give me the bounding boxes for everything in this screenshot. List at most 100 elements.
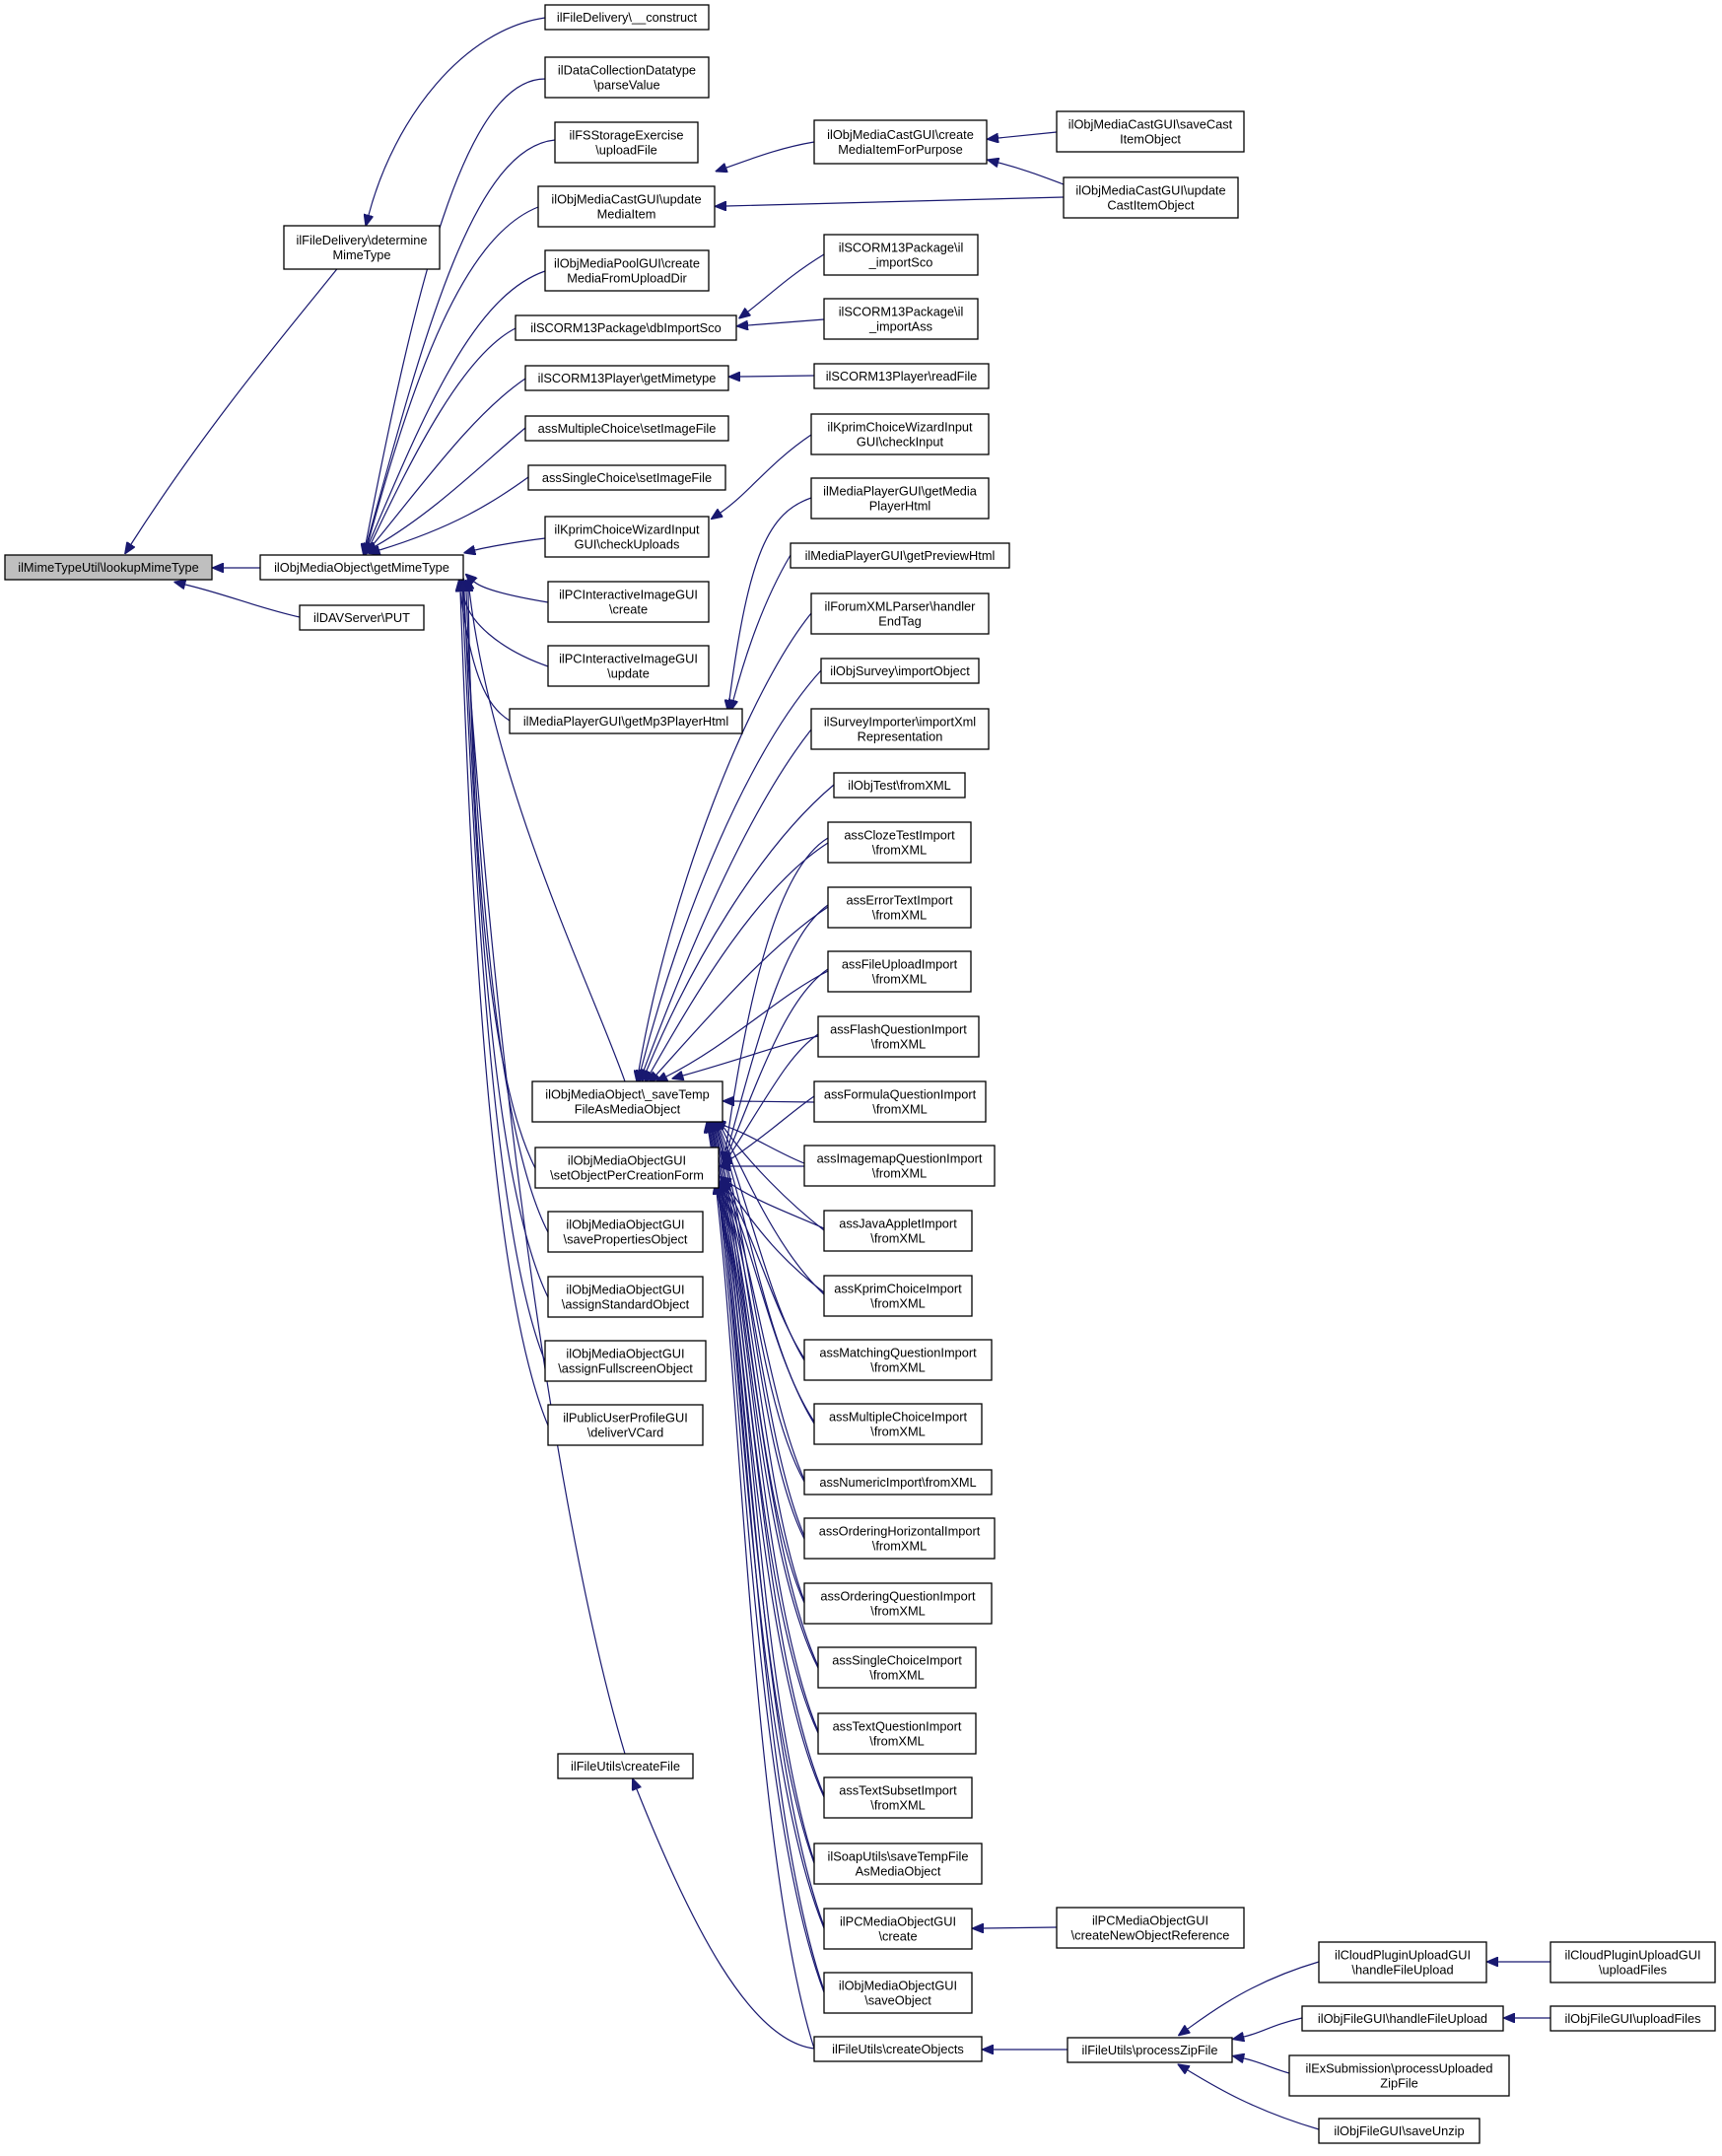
- function-node[interactable]: ilDAVServer\PUT: [299, 604, 425, 631]
- call-edge-n44-to-n17: [722, 1128, 825, 1295]
- function-node[interactable]: ilFSStorageExercise\uploadFile: [554, 121, 699, 164]
- function-node[interactable]: assMatchingQuestionImport\fromXML: [803, 1339, 993, 1381]
- function-node[interactable]: ilFileUtils\processZipFile: [1067, 2037, 1233, 2063]
- function-node[interactable]: ilObjFileGUI\handleFileUpload: [1301, 2005, 1504, 2032]
- function-node[interactable]: ilObjMediaObjectGUI\assignStandardObject: [547, 1276, 704, 1318]
- node-label-line: \fromXML: [872, 908, 927, 923]
- function-node[interactable]: ilDataCollectionDatatype\parseValue: [544, 56, 710, 99]
- node-box: [547, 1211, 704, 1253]
- node-box: [283, 225, 441, 270]
- function-node[interactable]: assMultipleChoiceImport\fromXML: [813, 1403, 983, 1445]
- node-box: [1318, 1941, 1487, 1983]
- node-box: [4, 554, 213, 581]
- function-node[interactable]: assTextSubsetImport\fromXML: [823, 1776, 973, 1819]
- node-box: [299, 604, 425, 631]
- function-node[interactable]: ilCloudPluginUploadGUI\uploadFiles: [1550, 1941, 1716, 1983]
- node-label-line: ilObjMediaObjectGUI: [839, 1979, 957, 1993]
- function-node[interactable]: ilMediaPlayerGUI\getPreviewHtml: [790, 542, 1010, 569]
- node-label-line: \create: [609, 602, 648, 617]
- node-box: [1318, 2118, 1481, 2144]
- function-node[interactable]: ilObjMediaObjectGUI\savePropertiesObject: [547, 1211, 704, 1253]
- node-label-line: \createNewObjectReference: [1071, 1928, 1230, 1943]
- function-node[interactable]: assOrderingHorizontalImport\fromXML: [803, 1517, 996, 1560]
- function-node[interactable]: ilObjMediaObjectGUI\setObjectPerCreation…: [534, 1147, 720, 1189]
- function-node[interactable]: assKprimChoiceImport\fromXML: [823, 1275, 973, 1317]
- node-label-line: assMatchingQuestionImport: [819, 1346, 977, 1360]
- node-box: [544, 56, 710, 99]
- call-edge-n61-to-n58: [1244, 2058, 1290, 2074]
- function-node[interactable]: ilPCInteractiveImageGUI\create: [547, 581, 710, 623]
- function-node[interactable]: ilFileDelivery\__construct: [544, 4, 710, 31]
- call-edge-n6-to-n2: [367, 139, 556, 544]
- node-label-line: \fromXML: [872, 843, 927, 858]
- function-node[interactable]: assMultipleChoice\setImageFile: [524, 415, 729, 442]
- node-label-line: \fromXML: [870, 1798, 925, 1813]
- function-node[interactable]: ilObjMediaPoolGUI\createMediaFromUploadD…: [544, 249, 710, 292]
- function-node[interactable]: assJavaAppletImport\fromXML: [823, 1210, 973, 1252]
- function-node[interactable]: assFileUploadImport\fromXML: [827, 950, 972, 993]
- function-node[interactable]: ilPCMediaObjectGUI\createNewObjectRefere…: [1056, 1907, 1245, 1949]
- function-node[interactable]: ilObjTest\fromXML: [833, 772, 966, 799]
- function-node[interactable]: ilCloudPluginUploadGUI\handleFileUpload: [1318, 1941, 1487, 1983]
- function-node[interactable]: ilSCORM13Package\dbImportSco: [515, 314, 737, 341]
- function-node[interactable]: ilObjMediaObjectGUI\saveObject: [823, 1972, 973, 2014]
- node-box: [823, 234, 979, 276]
- function-node[interactable]: ilSCORM13Player\readFile: [813, 363, 990, 389]
- node-label-line: assJavaAppletImport: [839, 1217, 957, 1231]
- call-edge-n7-to-n2: [368, 206, 539, 544]
- function-node[interactable]: assSingleChoiceImport\fromXML: [817, 1646, 977, 1689]
- node-label-line: ilCloudPluginUploadGUI: [1335, 1948, 1471, 1963]
- function-node[interactable]: ilObjMediaObjectGUI\assignFullscreenObje…: [544, 1340, 707, 1382]
- node-box: [803, 1517, 996, 1560]
- function-node[interactable]: ilFileUtils\createFile: [557, 1753, 694, 1779]
- function-node[interactable]: assImagemapQuestionImport\fromXML: [803, 1145, 996, 1187]
- call-edge-n39-to-n18: [727, 968, 829, 1155]
- function-node[interactable]: ilPublicUserProfileGUI\deliverVCard: [547, 1404, 704, 1446]
- function-node[interactable]: ilSCORM13Package\il_importSco: [823, 234, 979, 276]
- node-box: [813, 1080, 987, 1123]
- function-node[interactable]: ilObjFileGUI\uploadFiles: [1550, 2005, 1716, 2032]
- function-node[interactable]: assFormulaQuestionImport\fromXML: [813, 1080, 987, 1123]
- function-node[interactable]: assClozeTestImport\fromXML: [827, 821, 972, 864]
- node-box: [544, 249, 710, 292]
- function-node[interactable]: assNumericImport\fromXML: [803, 1469, 993, 1495]
- function-node[interactable]: assErrorTextImport\fromXML: [827, 886, 972, 929]
- function-node[interactable]: ilFileUtils\createObjects: [813, 2036, 983, 2062]
- function-node[interactable]: assOrderingQuestionImport\fromXML: [803, 1582, 993, 1625]
- function-node[interactable]: ilObjSurvey\importObject: [820, 658, 980, 684]
- node-label-line: ilObjFileGUI\uploadFiles: [1565, 2011, 1701, 2026]
- function-node[interactable]: assTextQuestionImport\fromXML: [817, 1712, 977, 1755]
- function-node[interactable]: ilObjMediaCastGUI\createMediaItemForPurp…: [813, 119, 988, 165]
- function-node[interactable]: ilObjMediaObject\getMimeType: [259, 554, 464, 581]
- function-node[interactable]: ilSCORM13Package\il_importAss: [823, 298, 979, 340]
- function-node[interactable]: ilSCORM13Player\getMimetype: [524, 365, 729, 391]
- call-edge-n21-to-n2: [462, 591, 546, 1362]
- node-box: [547, 581, 710, 623]
- node-box: [515, 314, 737, 341]
- function-node[interactable]: assSingleChoice\setImageFile: [527, 464, 726, 491]
- node-label-line: \fromXML: [869, 1668, 924, 1683]
- node-box: [1056, 110, 1245, 153]
- function-node[interactable]: assFlashQuestionImport\fromXML: [817, 1015, 980, 1058]
- node-label-line: \assignStandardObject: [562, 1297, 690, 1312]
- node-box: [823, 1275, 973, 1317]
- node-box: [537, 185, 716, 228]
- function-node[interactable]: ilMediaPlayerGUI\getMp3PlayerHtml: [509, 708, 743, 734]
- node-label-line: ZipFile: [1380, 2076, 1417, 2091]
- function-node[interactable]: ilPCMediaObjectGUI\create: [823, 1908, 973, 1950]
- function-node[interactable]: ilObjFileGUI\saveUnzip: [1318, 2118, 1481, 2144]
- function-node[interactable]: ilPCInteractiveImageGUI\update: [547, 645, 710, 687]
- node-label-line: ilMediaPlayerGUI\getMedia: [823, 484, 978, 499]
- function-node[interactable]: ilObjMediaObject\_saveTempFileAsMediaObj…: [531, 1080, 723, 1123]
